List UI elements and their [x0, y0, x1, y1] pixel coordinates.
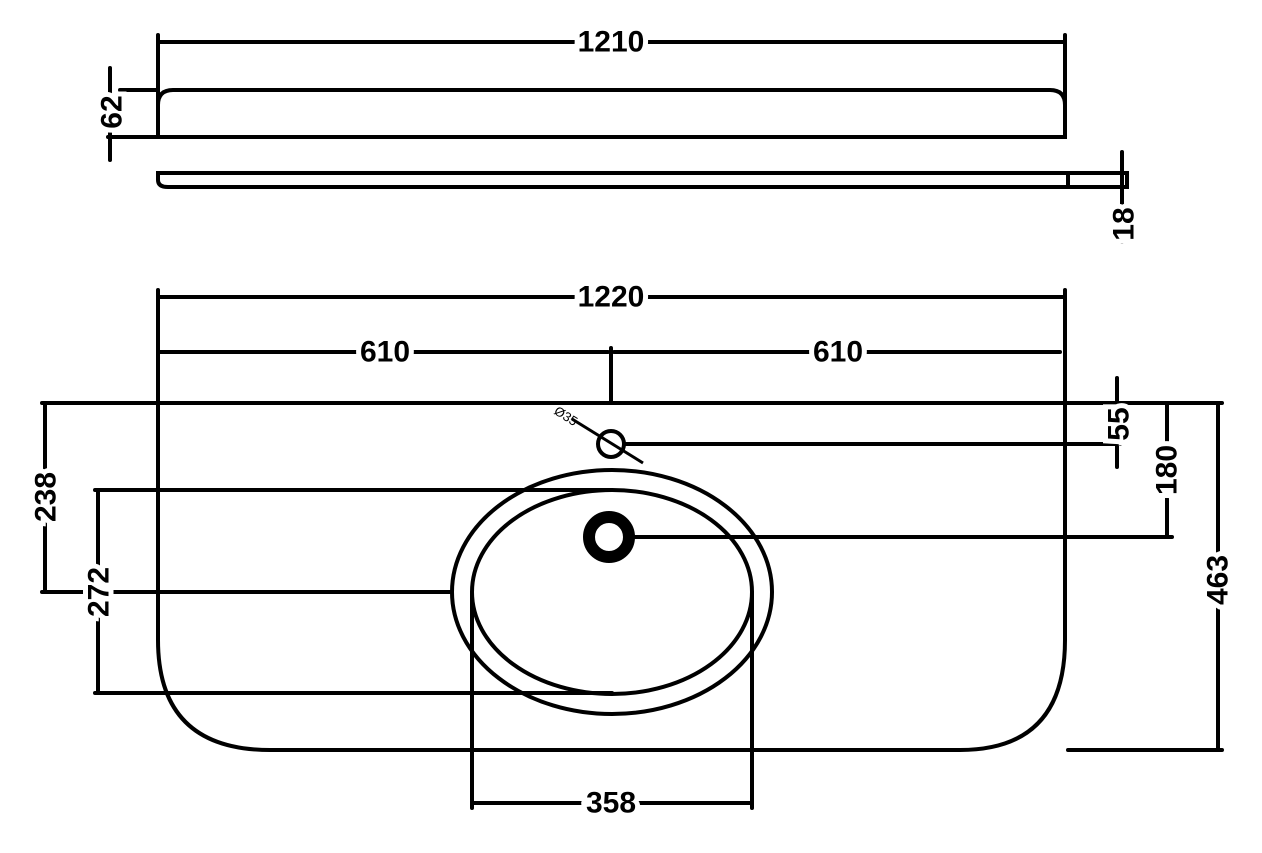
shelf-front-view: 1210 62 — [91, 21, 1067, 162]
dim-label-basin-center-depth: 238 — [30, 472, 63, 522]
dim-label-tap-offset: 55 — [1103, 407, 1136, 440]
shelf-edge-outline — [156, 171, 1129, 189]
dim-label-shelf-thickness: 18 — [1108, 207, 1141, 240]
shelf-thickness-view: 18 — [156, 150, 1146, 246]
drain-icon — [583, 511, 635, 563]
top-outline — [156, 401, 1067, 752]
dim-label-basin-depth: 272 — [83, 567, 116, 617]
dim-label-tap-hole: Ø35 — [552, 403, 581, 429]
dim-label-top-width: 1220 — [578, 281, 645, 314]
shelf-outline — [156, 88, 1067, 139]
dim-label-shelf-height: 62 — [96, 95, 129, 128]
vanity-top-plan-view: Ø35 55 180 463 238 272 358 1220 610 610 — [25, 276, 1240, 825]
dim-label-left-half: 610 — [360, 336, 410, 369]
dim-label-shelf-width: 1210 — [578, 26, 645, 59]
dim-label-top-depth: 463 — [1202, 555, 1235, 605]
dim-label-right-half: 610 — [813, 336, 863, 369]
tap-hole-leader — [571, 417, 644, 465]
dim-label-basin-width: 358 — [586, 787, 636, 820]
dim-label-drain-offset: 180 — [1151, 445, 1184, 495]
basin-outer-rim — [450, 468, 774, 716]
